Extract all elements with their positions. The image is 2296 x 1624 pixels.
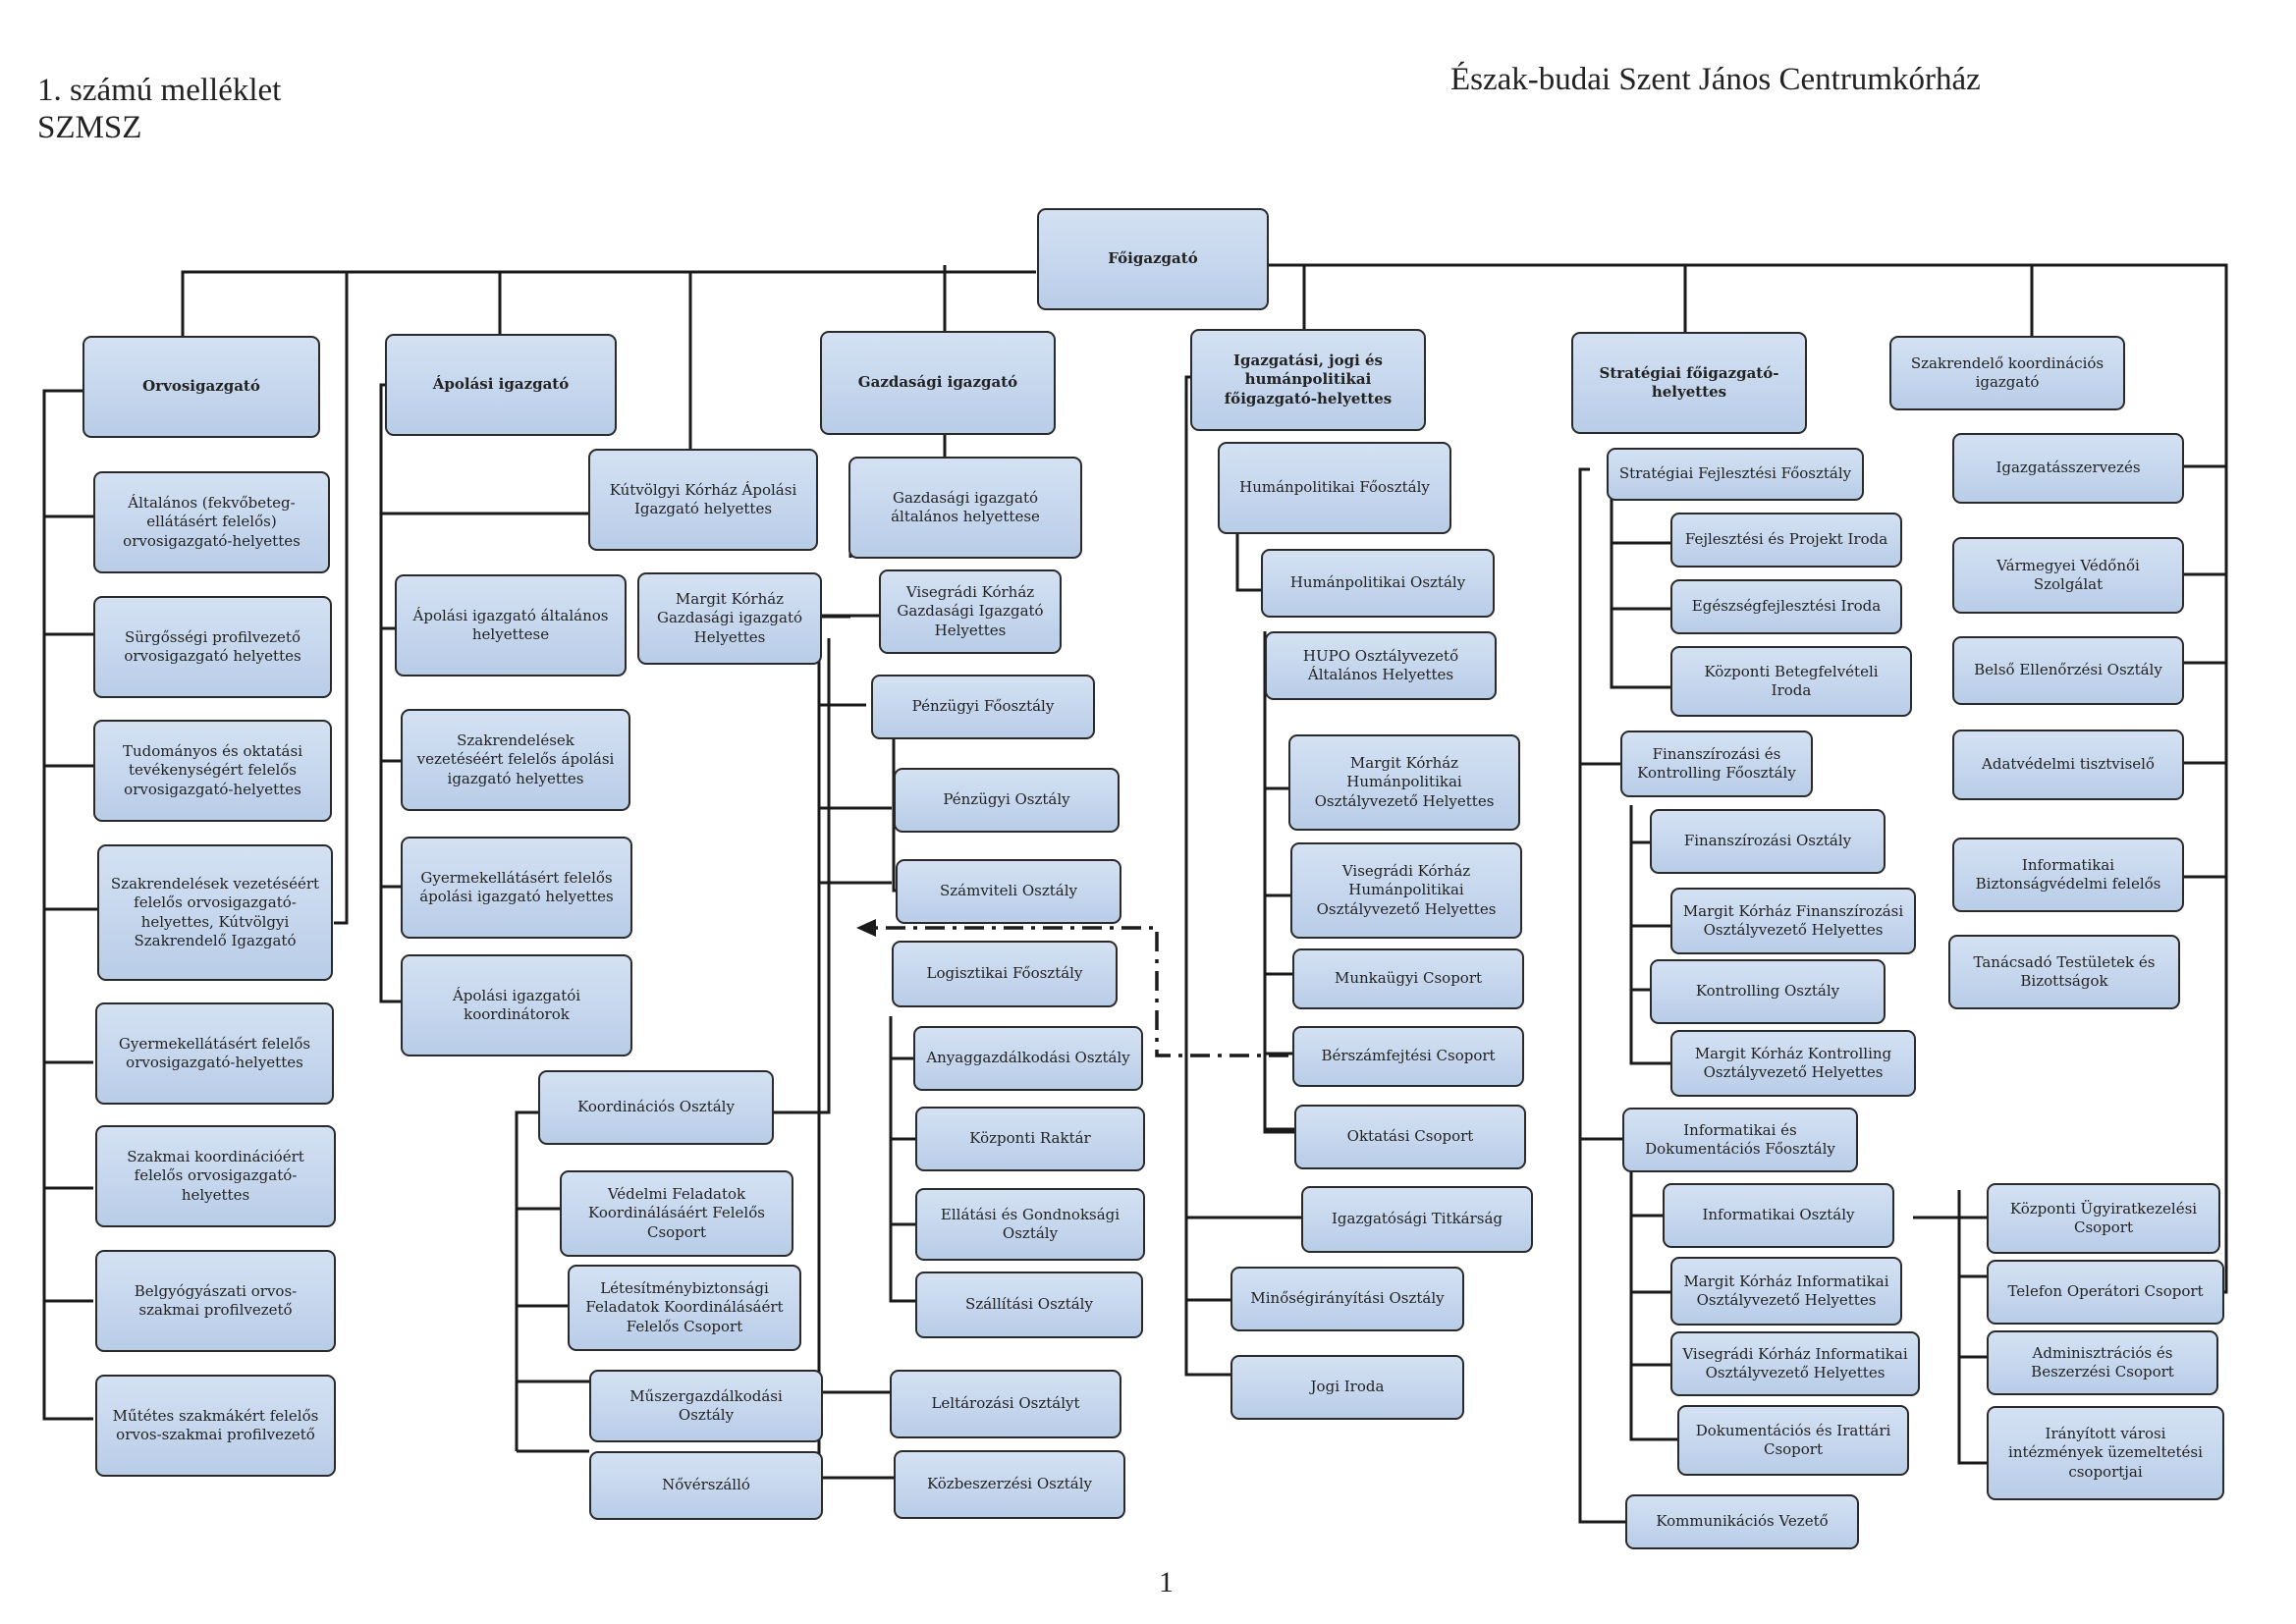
box-vedelmi[interactable]: Védelmi Feladatok Koordinálásáért Felelő… <box>560 1170 793 1257</box>
box-berszamfejtesi[interactable]: Bérszámfejtési Csoport <box>1292 1026 1524 1087</box>
box-szakrend-item[interactable]: Belső Ellenőrzési Osztály <box>1952 636 2184 705</box>
box-orvos-item[interactable]: Szakrendelések vezetéséért felelős orvos… <box>97 844 333 981</box>
connector-top-drops <box>334 265 2034 925</box>
box-szakrend-item[interactable]: Tanácsadó Testületek és Bizottságok <box>1948 935 2180 1009</box>
box-penzugyi-foosztaly[interactable]: Pénzügyi Főosztály <box>871 675 1095 739</box>
box-kutvolgyi-apolasi[interactable]: Kútvölgyi Kórház Ápolási Igazgató helyet… <box>588 449 818 551</box>
connector-jogi <box>1184 375 1301 1377</box>
box-informatikai-osztaly[interactable]: Informatikai Osztály <box>1663 1183 1894 1248</box>
connector-orvos <box>42 389 100 1421</box>
institution-name: Észak-budai Szent János Centrumkórház <box>1450 62 1981 97</box>
connector-dashed-berszam <box>873 926 1288 1057</box>
box-jogi-foigazgato-helyettes[interactable]: Igazgatási, jogi és humánpolitikai főiga… <box>1190 329 1426 431</box>
box-informatikai-foosztaly[interactable]: Informatikai és Dokumentációs Főosztály <box>1622 1108 1858 1172</box>
box-anyaggazdalkodasi[interactable]: Anyaggazdálkodási Osztály <box>913 1026 1143 1091</box>
box-noverszallo[interactable]: Nővérszálló <box>589 1451 823 1520</box>
box-penzugyi-osztaly[interactable]: Pénzügyi Osztály <box>894 768 1120 833</box>
box-orvosigazgato[interactable]: Orvosigazgató <box>82 336 320 438</box>
annex-label: 1. számú melléklet SZMSZ <box>37 73 281 147</box>
connector-logisztikai <box>889 1016 915 1303</box>
box-kozbeszerzesi[interactable]: Közbeszerzési Osztály <box>894 1450 1125 1519</box>
box-strategiai-fejlesztesi[interactable]: Stratégiai Fejlesztési Főosztály <box>1607 448 1864 501</box>
box-telefon-operatori[interactable]: Telefon Operátori Csoport <box>1987 1260 2224 1325</box>
box-szamviteli-osztaly[interactable]: Számviteli Osztály <box>896 859 1121 924</box>
box-hupo-helyettes[interactable]: HUPO Osztályvezető Általános Helyettes <box>1265 631 1497 700</box>
box-apolasi-item[interactable]: Gyermekellátásért felelős ápolási igazga… <box>401 837 632 939</box>
box-foigazgato[interactable]: Főigazgató <box>1037 208 1269 310</box>
box-igazgatosagi-titkarsag[interactable]: Igazgatósági Titkárság <box>1301 1186 1533 1253</box>
box-gazdasagi-altalanos[interactable]: Gazdasági igazgató általános helyettese <box>848 457 1082 559</box>
box-szallitasi[interactable]: Szállítási Osztály <box>915 1272 1143 1338</box>
box-ellatasi[interactable]: Ellátási és Gondnoksági Osztály <box>915 1188 1145 1261</box>
box-dokumentacios[interactable]: Dokumentációs és Irattári Csoport <box>1677 1405 1909 1476</box>
arrow-head <box>856 919 876 937</box>
box-finanszirozasi-foosztaly[interactable]: Finanszírozási és Kontrolling Főosztály <box>1620 731 1813 797</box>
box-szakrend-item[interactable]: Igazgatásszervezés <box>1952 433 2184 504</box>
box-letesitmeny[interactable]: Létesítménybiztonsági Feladatok Koordiná… <box>568 1265 801 1351</box>
box-jogi-iroda[interactable]: Jogi Iroda <box>1230 1355 1464 1420</box>
box-humanpolitikai-foosztaly[interactable]: Humánpolitikai Főosztály <box>1218 442 1451 534</box>
box-munkaugyi[interactable]: Munkaügyi Csoport <box>1292 948 1524 1009</box>
connector-informatikai <box>1629 1164 1987 1465</box>
box-kommunikacios[interactable]: Kommunikációs Vezető <box>1625 1494 1859 1549</box>
box-margit-informatikai[interactable]: Margit Kórház Informatikai Osztályvezető… <box>1670 1257 1902 1326</box>
page-number: 1 <box>1159 1566 1174 1598</box>
connector-koordinacios <box>515 638 831 1453</box>
box-orvos-item[interactable]: Belgyógyászati orvos-szakmai profilvezet… <box>95 1250 336 1352</box>
annex-line-1: 1. számú melléklet <box>37 73 282 108</box>
box-apolasi-item[interactable]: Szakrendelések vezetéséért felelős ápolá… <box>401 709 630 811</box>
box-logisztikai-foosztaly[interactable]: Logisztikai Főosztály <box>892 941 1118 1007</box>
box-visegradi-humanpolitikai[interactable]: Visegrádi Kórház Humánpolitikai Osztályv… <box>1290 842 1522 939</box>
box-margit-finanszirozasi[interactable]: Margit Kórház Finanszírozási Osztályveze… <box>1670 888 1916 954</box>
box-visegradi-informatikai[interactable]: Visegrádi Kórház Informatikai Osztályvez… <box>1670 1331 1920 1396</box>
box-orvos-item[interactable]: Sürgősségi profilvezető orvosigazgató he… <box>93 596 332 698</box>
box-margit-kontrolling[interactable]: Margit Kórház Kontrolling Osztályvezető … <box>1670 1030 1916 1097</box>
box-visegradi-gazdasagi[interactable]: Visegrádi Kórház Gazdasági Igazgató Hely… <box>879 569 1062 654</box>
box-humanpolitikai-osztaly[interactable]: Humánpolitikai Osztály <box>1261 549 1495 618</box>
box-egeszsegfejlesztesi[interactable]: Egészségfejlesztési Iroda <box>1670 579 1902 634</box>
box-szakrend-item[interactable]: Adatvédelmi tisztviselő <box>1952 730 2184 800</box>
box-kozponti-raktar[interactable]: Központi Raktár <box>915 1107 1145 1171</box>
box-minosegiranyitasi[interactable]: Minőségirányítási Osztály <box>1230 1267 1464 1331</box>
connector-szakrend <box>2184 464 2226 879</box>
box-koordinacios[interactable]: Koordinációs Osztály <box>538 1070 774 1145</box>
box-szakrend-item[interactable]: Vármegyei Védőnői Szolgálat <box>1952 537 2184 614</box>
box-projekt-iroda[interactable]: Fejlesztési és Projekt Iroda <box>1670 513 1902 568</box>
annex-line-2: SZMSZ <box>37 109 142 145</box>
box-apolasi-item[interactable]: Ápolási igazgatói koordinátorok <box>401 954 632 1056</box>
box-orvos-item[interactable]: Gyermekellátásért felelős orvosigazgató-… <box>95 1002 334 1105</box>
box-orvos-item[interactable]: Műtétes szakmákért felelős orvos-szakmai… <box>95 1375 336 1477</box>
connector-apolasi <box>379 383 588 1003</box>
box-oktatasi[interactable]: Oktatási Csoport <box>1294 1105 1526 1169</box>
box-varosi-intezmenyek[interactable]: Irányított városi intézmények üzemelteté… <box>1987 1406 2224 1500</box>
connector-strat <box>1578 467 1670 1524</box>
box-ugyiratkezelesi[interactable]: Központi Ügyiratkezelési Csoport <box>1987 1183 2220 1254</box>
box-kontrolling[interactable]: Kontrolling Osztály <box>1650 959 1886 1024</box>
box-gazdasagi-igazgato[interactable]: Gazdasági igazgató <box>820 331 1056 435</box>
box-szakrend-item[interactable]: Informatikai Biztonságvédelmi felelős <box>1952 838 2184 912</box>
box-betegfelveteli[interactable]: Központi Betegfelvételi Iroda <box>1670 646 1912 717</box>
box-strategiai-foigazgato-helyettes[interactable]: Stratégiai főigazgató-helyettes <box>1571 332 1807 434</box>
box-apolasi-item[interactable]: Ápolási igazgató általános helyettese <box>395 574 627 677</box>
box-orvos-item[interactable]: Szakmai koordinációért felelős orvosigaz… <box>95 1125 336 1227</box>
box-orvos-item[interactable]: Tudományos és oktatási tevékenységért fe… <box>93 720 332 822</box>
box-margit-humanpolitikai[interactable]: Margit Kórház Humánpolitikai Osztályveze… <box>1288 734 1520 831</box>
box-szakrendelo-koordinacios[interactable]: Szakrendelő koordinációs igazgató <box>1889 336 2125 410</box>
box-finanszirozasi-osztaly[interactable]: Finanszírozási Osztály <box>1650 809 1886 874</box>
box-margit-gazdasagi[interactable]: Margit Kórház Gazdasági igazgató Helyett… <box>637 572 822 665</box>
box-apolasi-igazgato[interactable]: Ápolási igazgató <box>385 334 617 436</box>
box-orvos-item[interactable]: Általános (fekvőbeteg-ellátásért felelős… <box>93 471 330 573</box>
box-adminisztracios[interactable]: Adminisztrációs és Beszerzési Csoport <box>1987 1330 2218 1395</box>
box-muszergazdalkodasi[interactable]: Műszergazdálkodási Osztály <box>589 1370 823 1442</box>
box-leltarozasi[interactable]: Leltározási Osztályt <box>890 1370 1121 1438</box>
